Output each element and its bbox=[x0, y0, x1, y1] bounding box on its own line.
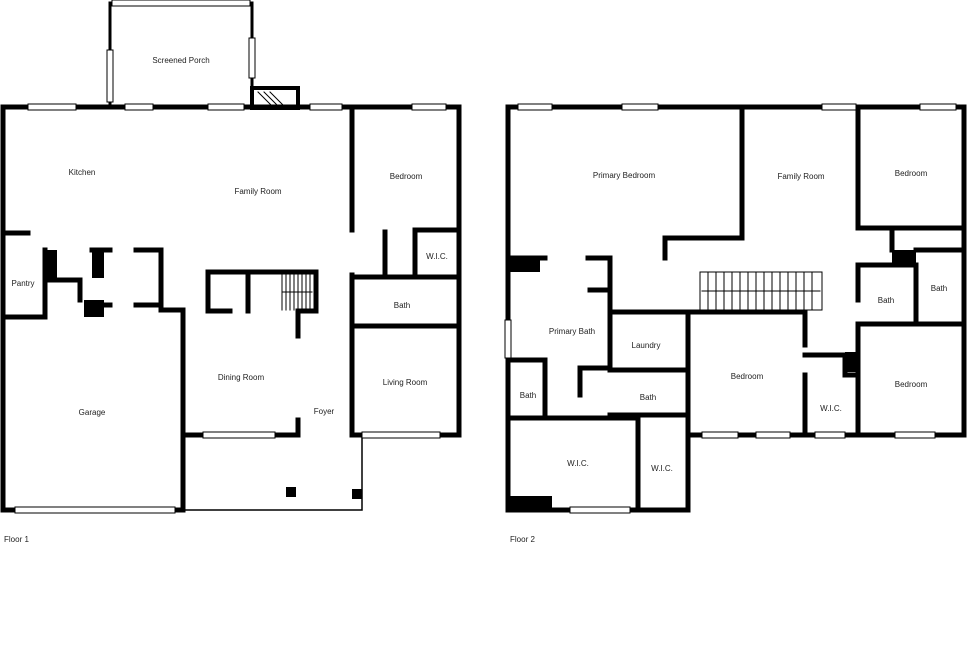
column-block bbox=[892, 250, 916, 265]
room-label: Dining Room bbox=[218, 373, 265, 382]
porch-post bbox=[286, 487, 296, 497]
room-label: Bedroom bbox=[895, 380, 928, 389]
porch-post bbox=[352, 489, 362, 499]
room-label: Family Room bbox=[777, 172, 824, 181]
room-label: Pantry bbox=[11, 279, 34, 288]
floor-1-windows bbox=[14, 0, 447, 514]
room-label: Living Room bbox=[383, 378, 428, 387]
room-label: Kitchen bbox=[69, 168, 96, 177]
room-label: Foyer bbox=[314, 407, 335, 416]
column-block bbox=[45, 250, 57, 278]
fireplace-hatch bbox=[257, 91, 285, 107]
room-label: Bedroom bbox=[895, 169, 928, 178]
room-label: Primary Bath bbox=[549, 327, 595, 336]
room-labels: Screened Porch Kitchen Family Room Bedro… bbox=[11, 56, 947, 473]
room-label: Bath bbox=[640, 393, 656, 402]
room-label: Garage bbox=[79, 408, 106, 417]
room-label: W.I.C. bbox=[820, 404, 842, 413]
room-label: Bedroom bbox=[390, 172, 423, 181]
column-block bbox=[510, 496, 552, 510]
room-label: Primary Bedroom bbox=[593, 171, 656, 180]
room-label: Bath bbox=[394, 301, 410, 310]
room-label: W.I.C. bbox=[426, 252, 448, 261]
room-label: Family Room bbox=[234, 187, 281, 196]
room-label: Bath bbox=[520, 391, 536, 400]
room-label: Bath bbox=[931, 284, 947, 293]
room-label: Laundry bbox=[632, 341, 661, 350]
floor-2-stairs bbox=[699, 271, 823, 311]
column-block bbox=[92, 250, 104, 278]
room-label: Bath bbox=[878, 296, 894, 305]
column-block bbox=[510, 258, 540, 272]
column-block bbox=[84, 300, 104, 317]
front-porch-outline bbox=[182, 434, 363, 511]
floor-2-windows bbox=[504, 103, 957, 514]
floor-2-label: Floor 2 bbox=[510, 535, 535, 544]
floor-1-label: Floor 1 bbox=[4, 535, 29, 544]
room-label: W.I.C. bbox=[567, 459, 589, 468]
column-block bbox=[845, 352, 859, 372]
floor-1-stairs bbox=[281, 273, 313, 311]
room-label: Screened Porch bbox=[152, 56, 209, 65]
room-label: Bedroom bbox=[731, 372, 764, 381]
room-label: W.I.C. bbox=[651, 464, 673, 473]
